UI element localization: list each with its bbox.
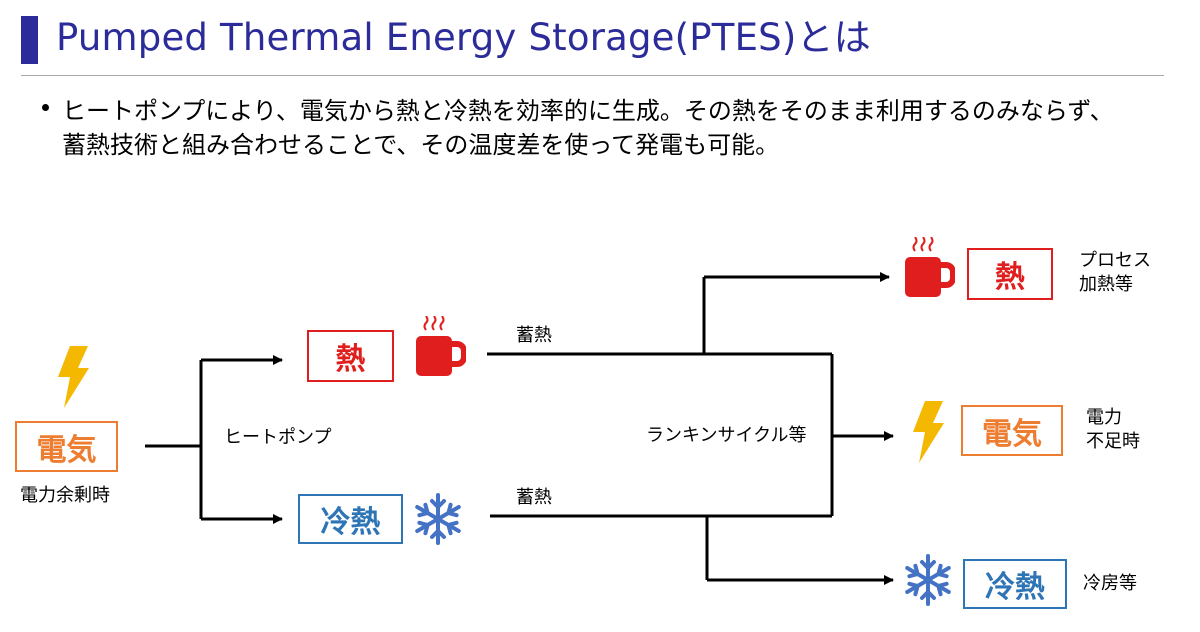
out-cold-caption: 冷房等 xyxy=(1083,573,1137,594)
heat-box: 熱 xyxy=(307,330,394,382)
title-divider xyxy=(21,75,1164,76)
storage-label-bottom: 蓄熱 xyxy=(516,487,552,508)
snowflake-icon xyxy=(905,554,951,606)
input-electricity-box: 電気 xyxy=(15,421,118,472)
bullet-dot xyxy=(42,104,49,111)
title-accent-bar xyxy=(21,16,38,64)
bullet-line-2: 蓄熱技術と組み合わせることで、その温度差を使って発電も可能。 xyxy=(62,131,780,159)
out-heat-caption-line-1: プロセス xyxy=(1079,250,1151,271)
out-electricity-box: 電気 xyxy=(961,405,1063,456)
bullet-line-1: ヒートポンプにより、電気から熱と冷熱を効率的に生成。その熱をそのまま利用するのみ… xyxy=(62,97,1114,125)
out-electricity-caption-line-2: 不足時 xyxy=(1086,431,1140,452)
out-cold-box: 冷熱 xyxy=(963,559,1067,609)
rankine-label: ランキンサイクル等 xyxy=(646,425,807,446)
snowflake-icon xyxy=(415,493,461,545)
bullet-text: ヒートポンプにより、電気から熱と冷熱を効率的に生成。その熱をそのまま利用するのみ… xyxy=(62,94,1162,162)
hot-mug-icon xyxy=(905,237,955,297)
storage-label-top: 蓄熱 xyxy=(516,325,552,346)
input-caption: 電力余剰時 xyxy=(20,485,110,506)
page-title: Pumped Thermal Energy Storage(PTES)とは xyxy=(56,16,871,59)
lightning-icon xyxy=(58,346,89,408)
out-electricity-caption: 電力 不足時 xyxy=(1086,406,1140,454)
lightning-icon xyxy=(913,401,944,463)
out-heat-caption-line-2: 加熱等 xyxy=(1079,274,1133,295)
heat-pump-label: ヒートポンプ xyxy=(224,427,332,448)
out-electricity-caption-line-1: 電力 xyxy=(1086,407,1122,428)
cold-box: 冷熱 xyxy=(298,494,403,544)
hot-mug-icon xyxy=(416,316,466,376)
out-heat-caption: プロセス 加熱等 xyxy=(1079,249,1151,297)
out-heat-box: 熱 xyxy=(967,248,1053,300)
